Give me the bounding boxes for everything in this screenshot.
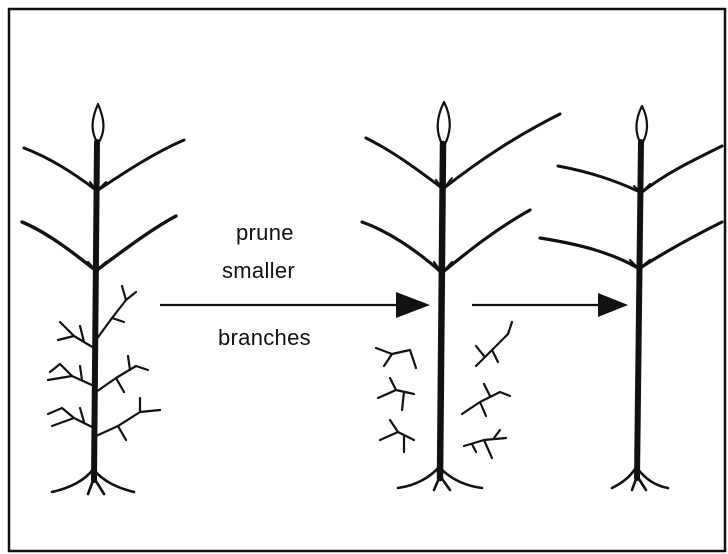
upper-branch-left xyxy=(24,148,96,190)
caption-branches: branches xyxy=(218,325,311,351)
caption-prune: prune xyxy=(236,220,294,246)
tree-before-pruning xyxy=(22,104,184,494)
removed-branch xyxy=(462,384,510,416)
arrow-1 xyxy=(160,292,430,318)
trunk xyxy=(94,142,97,480)
caption-smaller: smaller xyxy=(222,258,295,284)
root-flare xyxy=(398,466,482,490)
small-branch xyxy=(48,364,94,386)
removed-branch xyxy=(378,378,414,410)
removed-branch xyxy=(464,430,506,458)
removed-branch xyxy=(376,348,416,368)
removed-branch xyxy=(476,322,512,366)
middle-branch-left xyxy=(362,222,441,272)
upper-branch-left xyxy=(558,166,640,192)
upper-branch-right xyxy=(642,146,722,192)
middle-branch-right xyxy=(640,222,722,268)
tree-smaller-branches-removed xyxy=(362,102,560,490)
small-branch xyxy=(48,408,94,428)
small-branch xyxy=(96,398,160,440)
upper-branch-right xyxy=(98,140,184,190)
tree-after-pruning xyxy=(540,106,722,490)
upper-branch-left xyxy=(366,138,442,188)
small-branch xyxy=(58,322,94,348)
diagram-border xyxy=(9,9,725,551)
leader-bud xyxy=(93,104,104,142)
middle-branch-left xyxy=(540,238,638,268)
middle-branch-right xyxy=(443,210,530,272)
upper-branch-right xyxy=(444,114,560,188)
arrow-2 xyxy=(472,293,628,317)
middle-branch-left xyxy=(22,222,95,270)
trunk xyxy=(440,144,443,478)
middle-branch-right xyxy=(97,216,176,270)
leader-bud xyxy=(438,102,450,144)
small-branch xyxy=(96,356,148,392)
removed-branch xyxy=(380,420,414,452)
small-branch xyxy=(96,286,136,340)
leader-bud xyxy=(636,106,647,142)
